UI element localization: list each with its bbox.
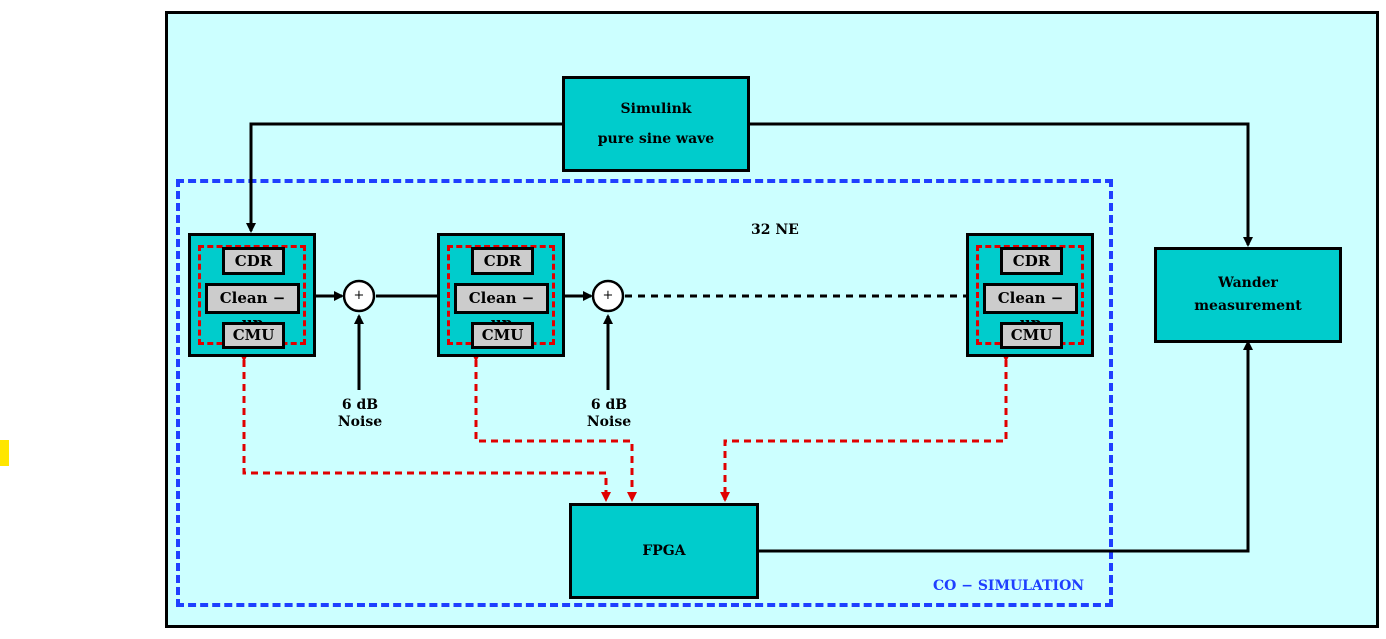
adder1-symbol: + [353, 288, 365, 303]
cmu-block[interactable]: CMU [471, 322, 534, 349]
noise-level: 6 dB [341, 397, 379, 413]
signal-simulink-to-wander [749, 122, 1253, 247]
wander-line2: measurement [1194, 298, 1302, 314]
clean-up-block[interactable]: Clean − up [454, 283, 549, 332]
ne-block-32[interactable]: CDR Clean − up CMU [966, 233, 1094, 357]
control-ne32-fpga [720, 352, 1011, 502]
ne-block-1[interactable]: CDR Clean − up CMU [188, 233, 316, 357]
control-ne1-fpga [239, 352, 611, 502]
wander-measurement-block[interactable]: Wander measurement [1154, 247, 1342, 343]
highlight-marker [0, 440, 9, 466]
ne-block-2[interactable]: CDR Clean − up CMU [437, 233, 565, 357]
noise-word: Noise [337, 414, 383, 430]
signal-fpga-to-wander [757, 340, 1253, 553]
fpga-label: FPGA [642, 543, 686, 559]
clean-up-block[interactable]: Clean − up [983, 283, 1078, 332]
noise-label-1: 6 dB Noise [330, 397, 390, 431]
adder2-symbol: + [602, 288, 614, 303]
co-simulation-label: CO − SIMULATION [933, 578, 1085, 594]
adder2 [591, 279, 625, 313]
signal-simulink-to-ne1 [246, 122, 563, 233]
adder1 [342, 279, 376, 313]
fpga-block[interactable]: FPGA [569, 503, 759, 599]
simulink-title: Simulink [620, 101, 692, 117]
clean-up-block[interactable]: Clean − up [205, 283, 300, 332]
control-ne2-fpga [471, 352, 637, 502]
ne-count-label: 32 NE [751, 222, 799, 238]
noise-label-2: 6 dB Noise [579, 397, 639, 431]
cdr-block[interactable]: CDR [471, 247, 534, 275]
cdr-block[interactable]: CDR [1000, 247, 1063, 275]
cmu-block[interactable]: CMU [1000, 322, 1063, 349]
noise-level: 6 dB [590, 397, 628, 413]
simulink-subtitle: pure sine wave [597, 131, 715, 147]
simulink-block[interactable]: Simulink pure sine wave [562, 76, 750, 172]
wander-line1: Wander [1218, 275, 1278, 291]
cdr-block[interactable]: CDR [222, 247, 285, 275]
co-simulation-boundary [176, 179, 1113, 607]
cmu-block[interactable]: CMU [222, 322, 285, 349]
noise-word: Noise [586, 414, 632, 430]
